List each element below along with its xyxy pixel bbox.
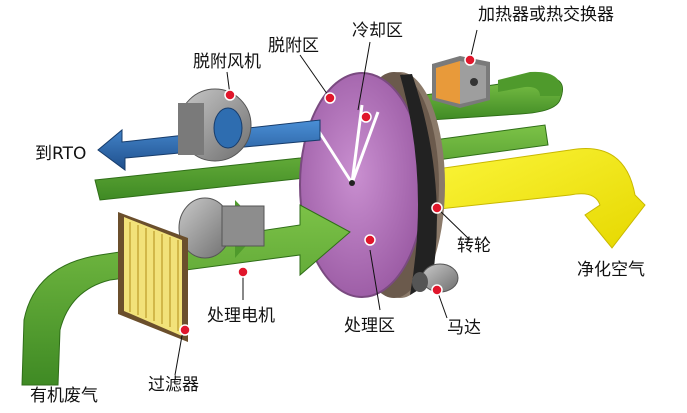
- label-cooling-zone: 冷却区: [352, 21, 403, 41]
- label-rotor: 转轮: [457, 236, 491, 256]
- process-air-flow: [21, 204, 351, 386]
- fan-icon: [178, 88, 252, 162]
- clean-air-flow: [429, 148, 646, 249]
- filter-icon: [118, 212, 188, 342]
- label-desorption-zone: 脱附区: [268, 36, 319, 56]
- heater-return-flow: [498, 71, 562, 96]
- label-filter: 过滤器: [148, 375, 199, 395]
- drive-motor-icon: [412, 263, 459, 293]
- drive-belt: [400, 74, 437, 295]
- label-clean-air: 净化空气: [577, 260, 645, 280]
- motor-icon: [178, 197, 265, 259]
- label-heater: 加热器或热交换器: [478, 5, 614, 25]
- label-organic-gas: 有机废气: [30, 386, 98, 406]
- zone-divider: [316, 104, 380, 184]
- label-to-rto: 到RTO: [35, 144, 87, 164]
- heater-icon: [432, 56, 490, 108]
- label-process-motor: 处理电机: [207, 306, 275, 326]
- label-motor: 马达: [447, 318, 481, 338]
- label-process-zone: 处理区: [344, 316, 395, 336]
- label-desorption-fan: 脱附风机: [193, 52, 261, 72]
- pointer-dots: [179, 54, 476, 336]
